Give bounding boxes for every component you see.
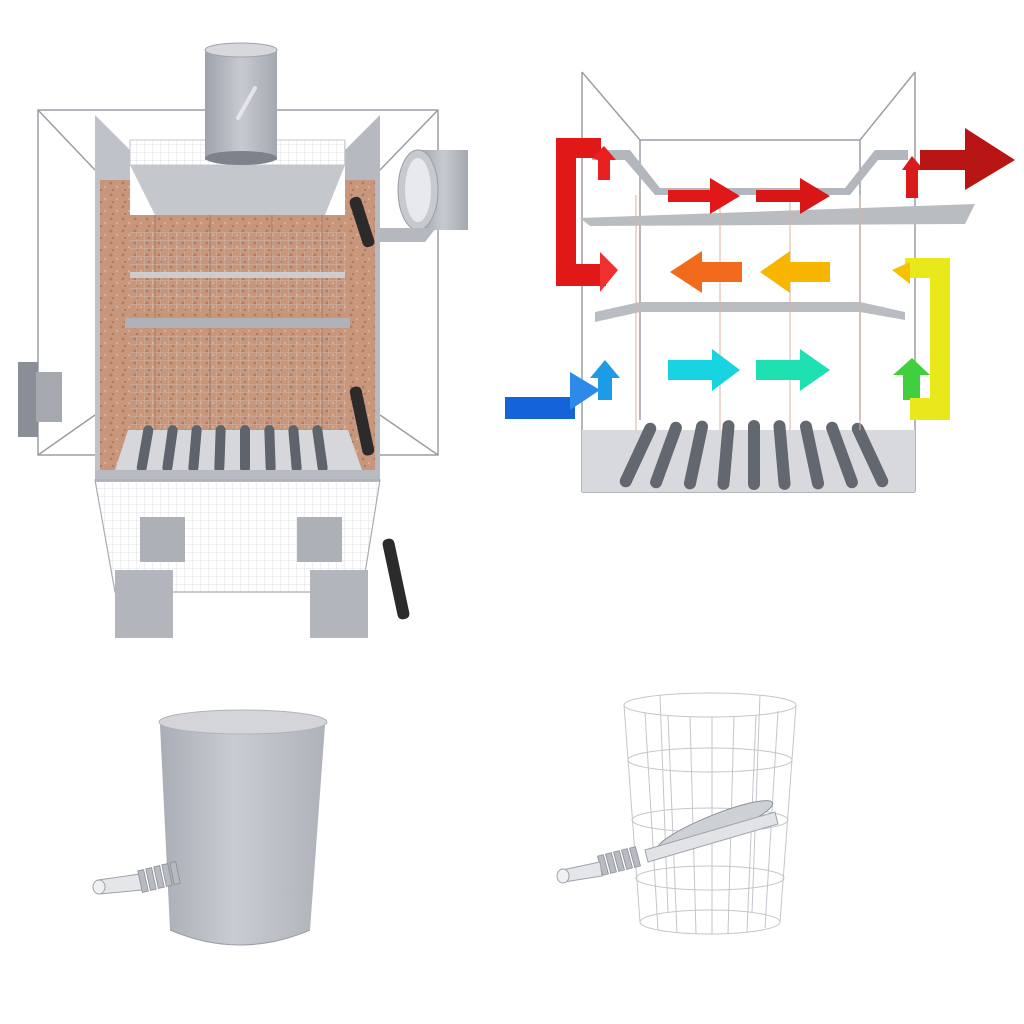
wire-basket-icon: [623, 692, 797, 935]
airflow-arrows: [505, 128, 1015, 420]
arrow-cold-inlet: [505, 372, 600, 419]
airflow-diagram-panel: [505, 71, 1015, 493]
arrow-red-right-2: [756, 178, 830, 214]
airflow-grate: [619, 420, 889, 490]
door-handle-icon[interactable]: [348, 195, 410, 620]
grate-icon: [115, 425, 362, 473]
probe-icon: [556, 800, 779, 884]
wire-cylinder-panel: [556, 692, 797, 935]
arrow-green-up: [893, 358, 930, 400]
air-inlet-icon: [18, 362, 62, 437]
arrow-orange-left: [670, 251, 742, 293]
threaded-rod-icon: [92, 861, 181, 895]
arrow-red-left-tip: [600, 252, 618, 292]
top-lid: [130, 165, 345, 215]
arrow-red-right-1: [668, 178, 740, 214]
arrow-yellow-riser: [905, 258, 950, 420]
arrow-teal-right: [756, 349, 830, 391]
arrow-cyan-right: [668, 349, 740, 391]
arrow-red-riser: [556, 138, 606, 286]
rack-shelves: [125, 139, 350, 430]
arrow-yellow-left-mid: [760, 251, 830, 293]
guide-lines: [635, 195, 861, 430]
arrow-blue-up: [590, 360, 620, 400]
arrow-yellow-left: [892, 262, 910, 284]
solid-cylinder-panel: [92, 709, 328, 946]
ash-drawer-icon: [94, 470, 381, 638]
chimney-icon: [204, 42, 278, 165]
cylinder-icon: [158, 709, 328, 946]
arrow-exhaust: [902, 128, 1015, 198]
arrow-red-up: [592, 146, 616, 180]
side-duct-icon: [380, 149, 468, 242]
assembled-box-panel: [18, 42, 468, 638]
